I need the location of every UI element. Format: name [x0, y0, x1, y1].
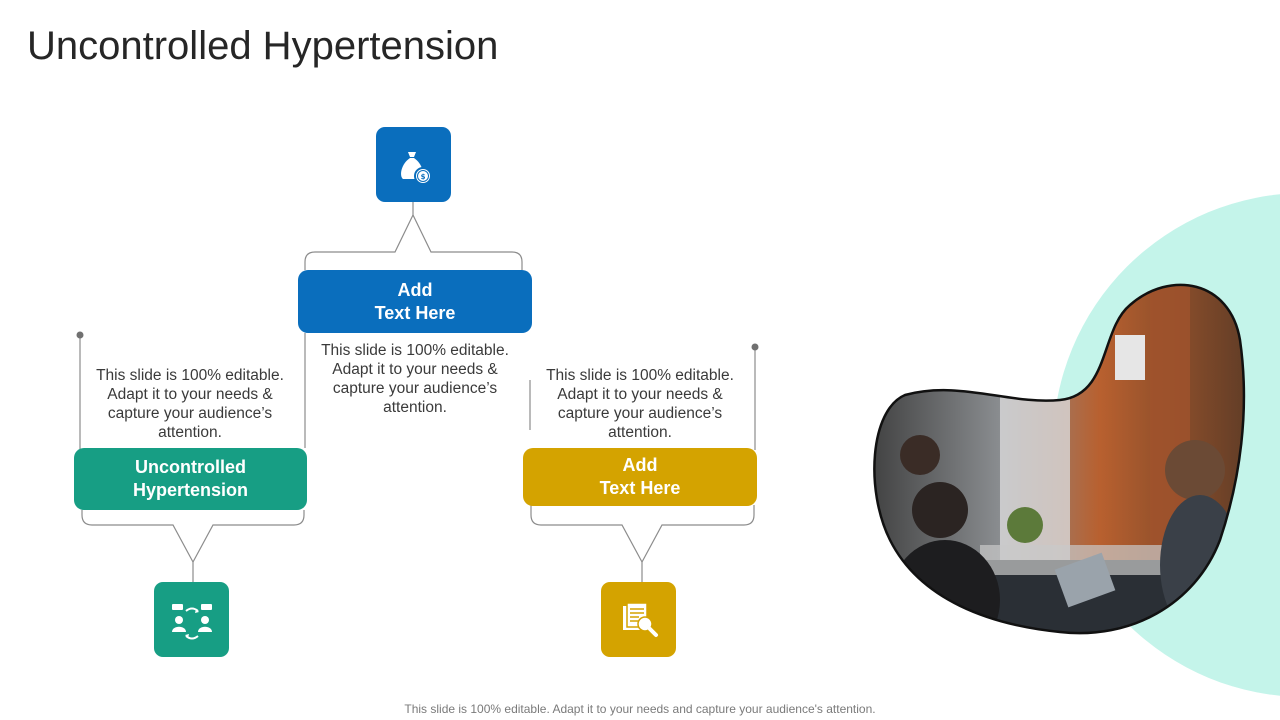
footer-note: This slide is 100% editable. Adapt it to…: [404, 702, 876, 716]
document-search-icon-tile: [601, 582, 676, 657]
item-description: This slide is 100% editable. Adapt it to…: [546, 367, 734, 441]
page-title: Uncontrolled Hypertension: [27, 24, 499, 68]
svg-text:$: $: [420, 173, 425, 181]
team-exchange-icon: [171, 603, 212, 639]
item-box-right[interactable]: Add Text Here: [523, 448, 757, 506]
document-search-icon: [622, 601, 658, 637]
item-label: Add Text Here: [599, 455, 681, 498]
item-box-left[interactable]: Uncontrolled Hypertension: [74, 448, 307, 510]
item-label: Add Text Here: [374, 279, 456, 323]
money-bag-icon-tile: $: [376, 127, 451, 202]
item-description: This slide is 100% editable. Adapt it to…: [96, 367, 284, 441]
item-label: Uncontrolled Hypertension: [132, 457, 249, 500]
money-bag-icon: $: [400, 151, 432, 185]
item-description: This slide is 100% editable. Adapt it to…: [321, 342, 509, 416]
team-exchange-icon-tile: [154, 582, 229, 657]
item-box-center[interactable]: Add Text Here: [298, 270, 532, 333]
blob-outline: [873, 283, 1246, 635]
